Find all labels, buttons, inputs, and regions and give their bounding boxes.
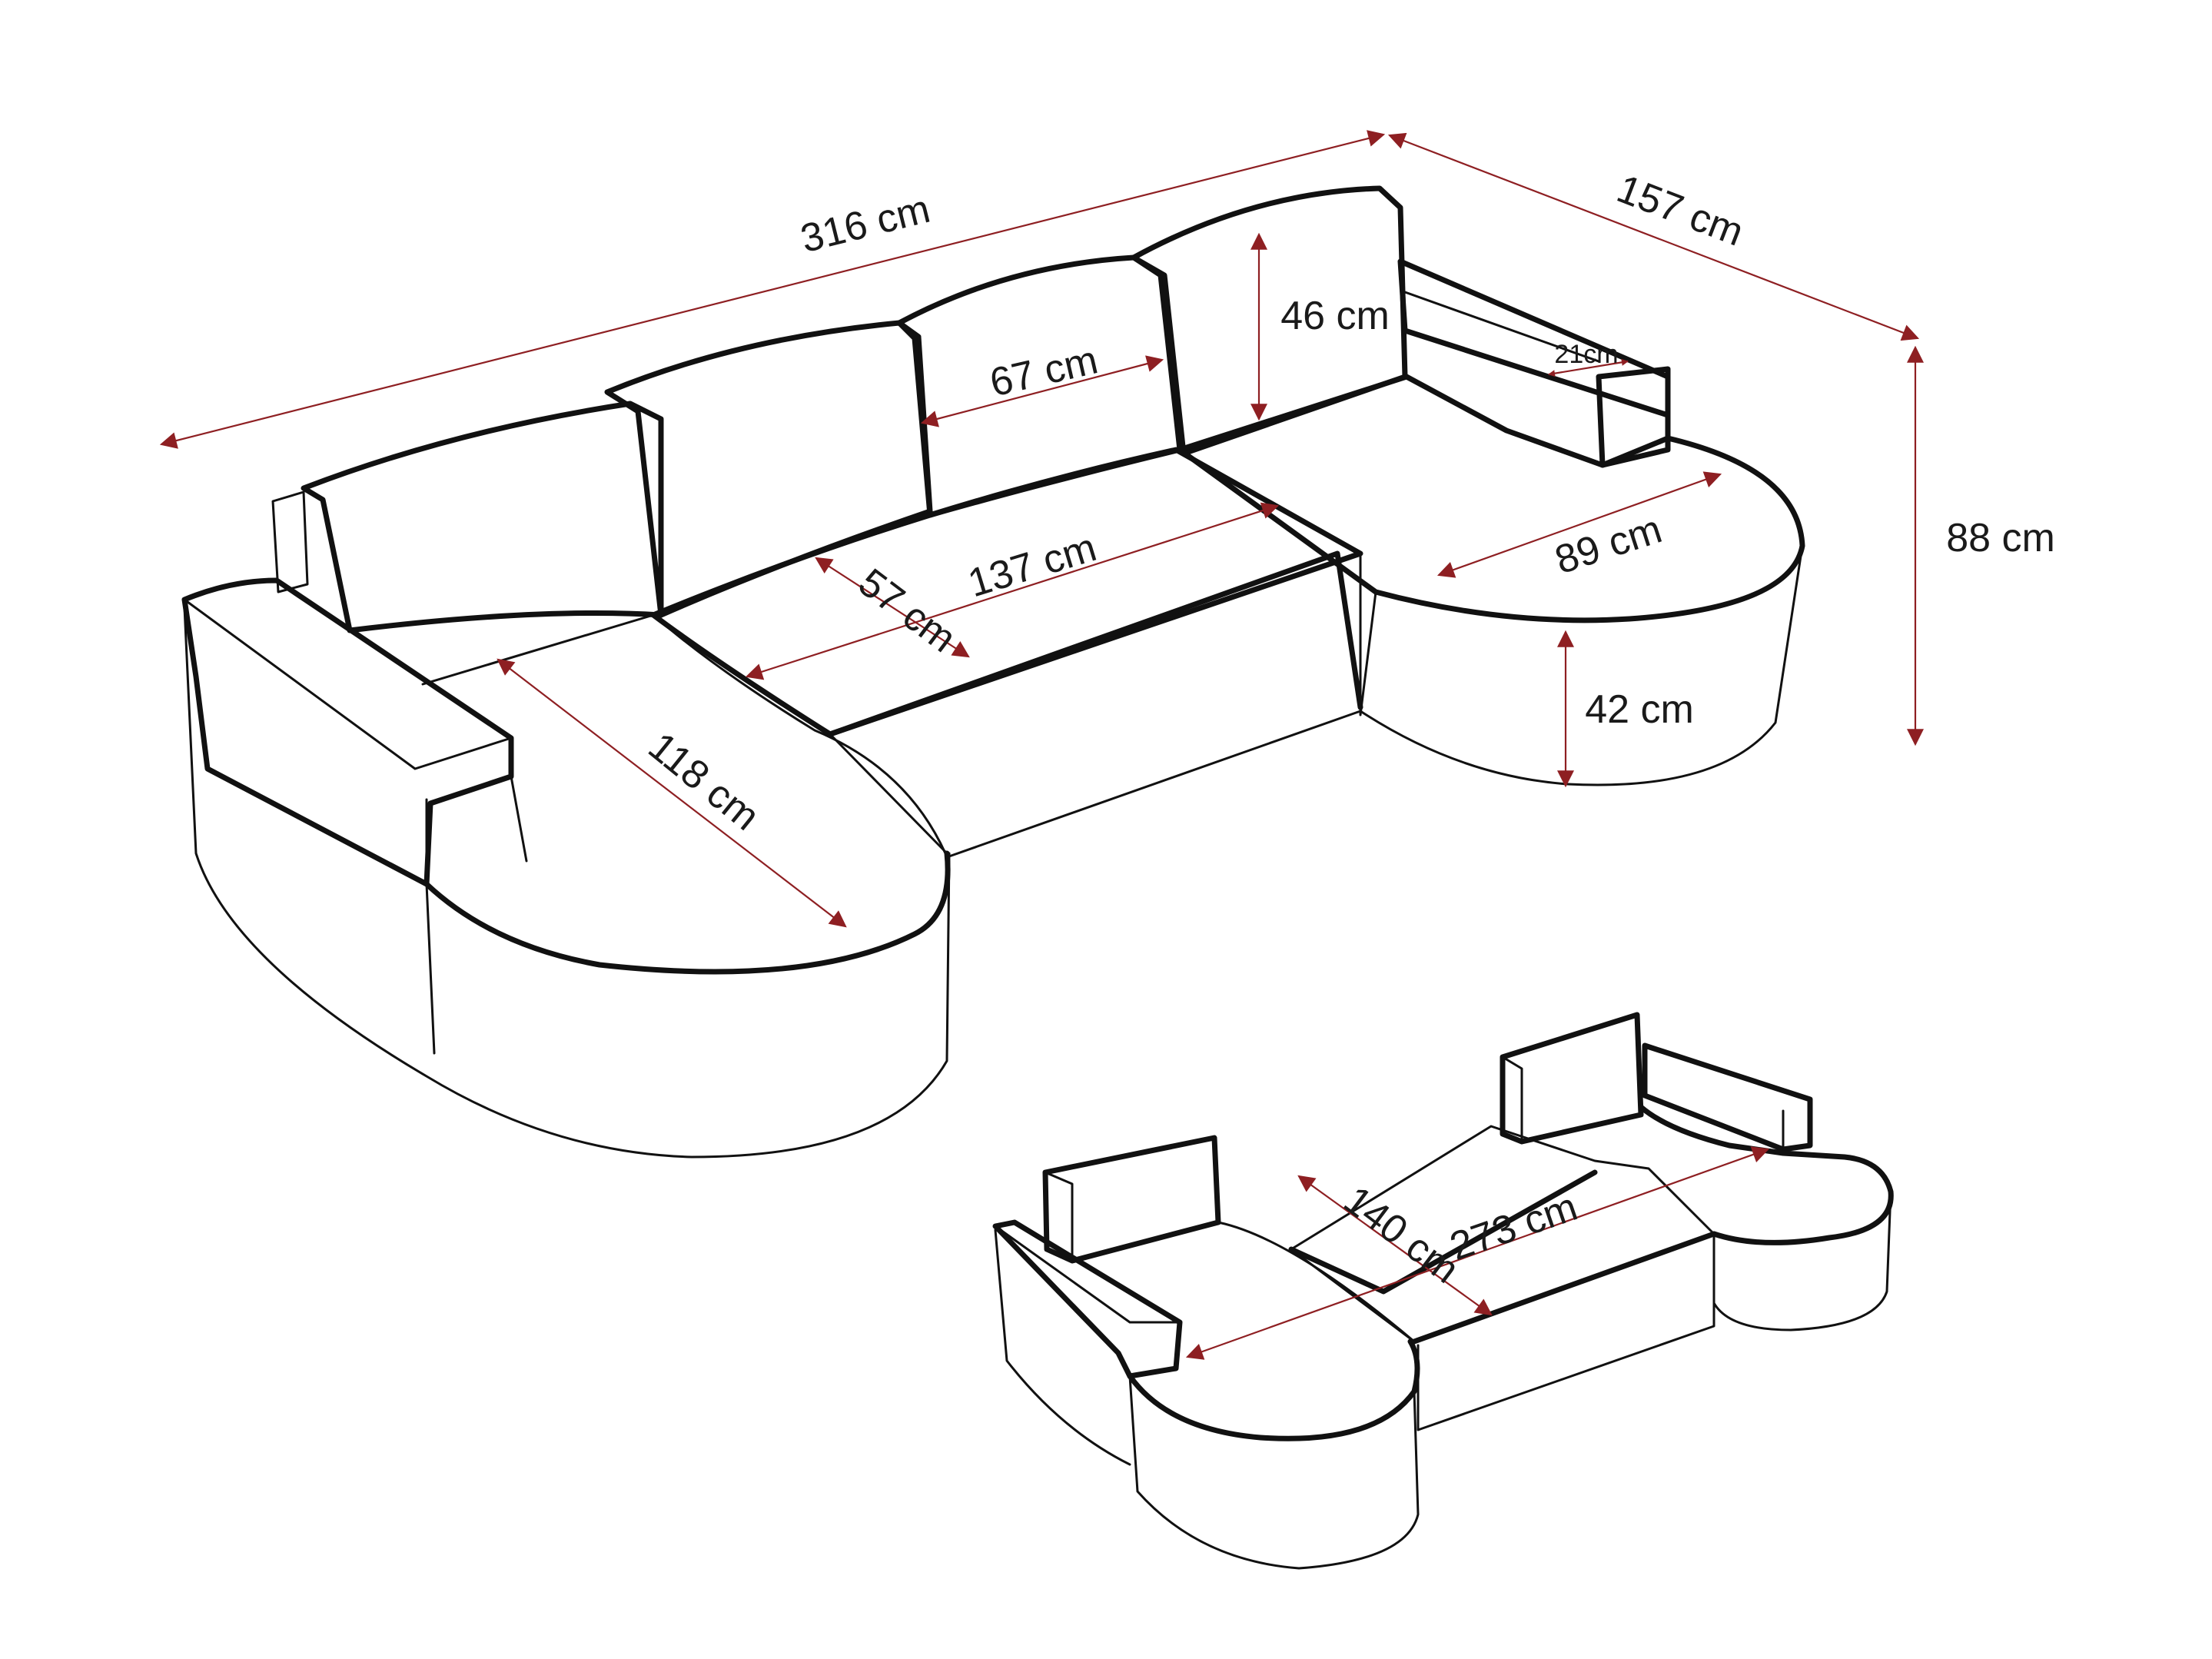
bed-length-label: 273 cm xyxy=(1444,1185,1583,1269)
total-depth-label: 157 cm xyxy=(1611,166,1749,254)
chaise-length-label: 118 cm xyxy=(640,724,768,839)
armrest-width-label: 21cm xyxy=(1554,340,1618,369)
back-cushion-height-label: 46 cm xyxy=(1280,294,1390,338)
chaise-width-label: 89 cm xyxy=(1549,507,1667,583)
total-width-label: 316 cm xyxy=(796,187,934,262)
dimension-lines xyxy=(159,130,1924,1360)
sofa-bed-drawing xyxy=(992,1012,1894,1570)
sofa-assembled-drawing xyxy=(181,185,1805,1159)
seat-width-label: 137 cm xyxy=(963,525,1101,606)
seat-height-label: 42 cm xyxy=(1585,687,1694,732)
back-cushion-width-label: 67 cm xyxy=(986,337,1102,405)
total-height-label: 88 cm xyxy=(1946,516,2055,560)
seat-depth-label: 57 cm xyxy=(850,560,964,662)
